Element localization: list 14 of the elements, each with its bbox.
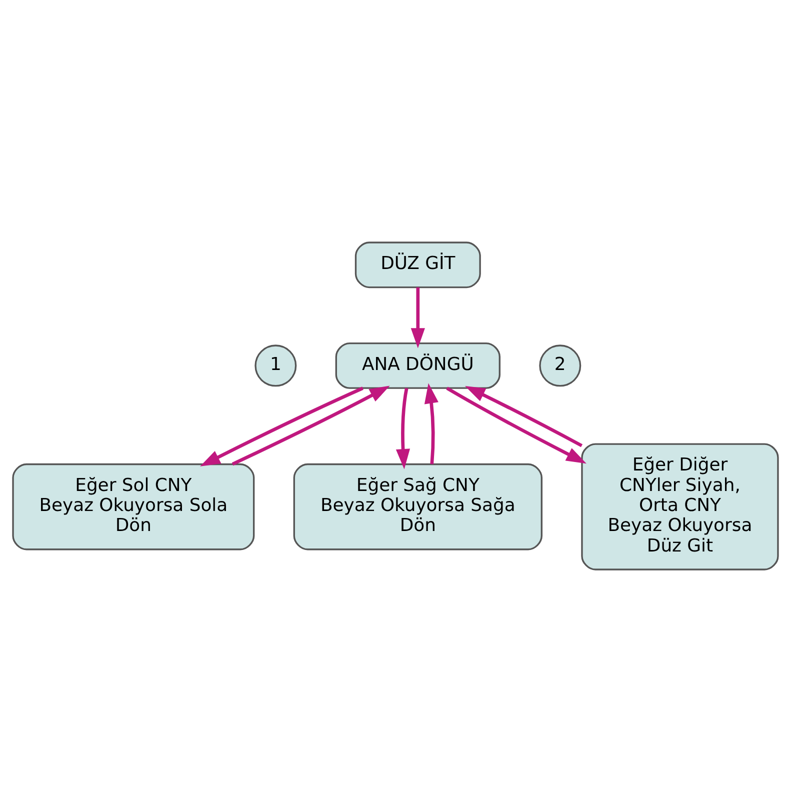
arrow (200, 386, 364, 466)
arrow (464, 385, 583, 447)
arrow (396, 387, 410, 469)
node-box: DÜZ GİT (354, 241, 481, 288)
node-circle: 1 (254, 344, 297, 386)
node-box: ANA DÖNGÜ (335, 342, 500, 388)
node-box: Eğer Sol CNY Beyaz Okuyorsa Sola Dön (12, 462, 255, 550)
arrow (232, 385, 390, 466)
node-circle: 2 (539, 344, 582, 386)
arrow (446, 386, 586, 464)
node-box: Eğer Sağ CNY Beyaz Okuyorsa Sağa Dön (293, 462, 542, 550)
arrow (410, 286, 425, 348)
node-box: Eğer Diğer CNYler Siyah, Orta CNY Beyaz Okuyorsa Düz Git (581, 442, 779, 570)
arrow (424, 382, 438, 464)
